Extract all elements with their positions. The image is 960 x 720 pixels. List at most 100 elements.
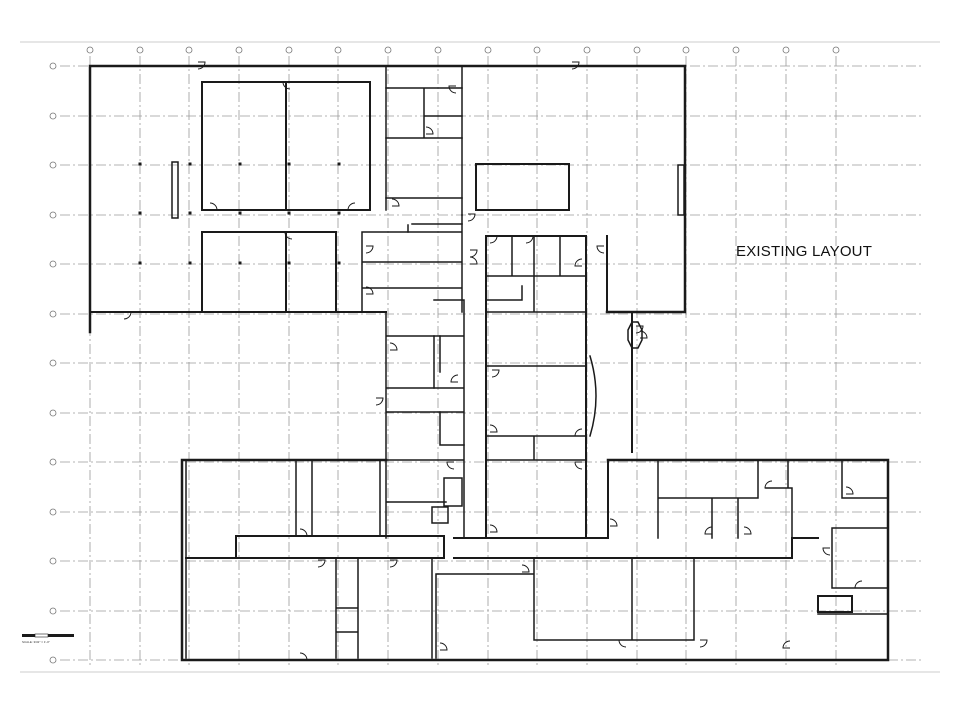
column-dot bbox=[337, 211, 341, 215]
grid-bubble-top bbox=[732, 46, 740, 54]
column-dot bbox=[188, 261, 192, 265]
door-swing bbox=[489, 424, 498, 433]
door-swing bbox=[489, 235, 498, 244]
door-swing bbox=[574, 258, 583, 267]
door-swing bbox=[704, 526, 713, 535]
north-building-outline bbox=[88, 64, 687, 334]
door-swing bbox=[845, 486, 854, 495]
corridor-complex-center-rooms bbox=[485, 235, 587, 461]
grid-bubble-left bbox=[49, 458, 57, 466]
door-swing bbox=[375, 397, 384, 406]
door-swing bbox=[571, 61, 580, 70]
scale-caption: SCALE: 3/32" = 1'-0" bbox=[22, 640, 50, 644]
door-swing bbox=[299, 652, 308, 661]
south-main-corridor bbox=[185, 459, 819, 559]
grid-bubble-top bbox=[682, 46, 690, 54]
south-wing-rooms-center bbox=[435, 557, 695, 659]
door-swing bbox=[365, 245, 374, 254]
drawing-title: EXISTING LAYOUT bbox=[736, 243, 873, 260]
grid-bubble-top bbox=[434, 46, 442, 54]
door-swing bbox=[596, 245, 605, 254]
column-dot bbox=[238, 211, 242, 215]
room-small-c bbox=[817, 595, 853, 613]
grid-bubble-top bbox=[782, 46, 790, 54]
door-swing bbox=[521, 564, 530, 573]
door-swing bbox=[425, 126, 434, 135]
door-swing bbox=[299, 528, 308, 537]
south-wing-rooms-west bbox=[295, 459, 433, 659]
door-swing bbox=[365, 286, 374, 295]
grid-bubble-top bbox=[583, 46, 591, 54]
grid-bubble-left bbox=[49, 260, 57, 268]
door-swing bbox=[197, 61, 206, 70]
grid-bubble-top bbox=[285, 46, 293, 54]
door-swing bbox=[489, 524, 498, 533]
door-swing bbox=[822, 547, 831, 556]
door-swing bbox=[609, 518, 618, 527]
column-partition bbox=[171, 161, 179, 219]
door-swing bbox=[284, 231, 293, 240]
door-swing bbox=[764, 480, 773, 489]
door-swing bbox=[446, 461, 455, 470]
grid-bubble-left bbox=[49, 62, 57, 70]
column-dot bbox=[337, 162, 341, 166]
south-wing-rooms-east bbox=[657, 459, 889, 615]
corridor-complex-center bbox=[485, 235, 587, 539]
grid-bubble-left bbox=[49, 112, 57, 120]
corridor-complex-west bbox=[361, 214, 465, 539]
east-wall-panel bbox=[677, 164, 685, 216]
grid-bubble-left bbox=[49, 211, 57, 219]
door-swing bbox=[618, 639, 627, 648]
door-swing bbox=[439, 642, 448, 651]
grid-bubble-left bbox=[49, 409, 57, 417]
building-walls bbox=[88, 64, 890, 662]
door-swing bbox=[448, 85, 457, 94]
column-dot bbox=[138, 162, 142, 166]
column-dot bbox=[188, 211, 192, 215]
door-swing bbox=[743, 526, 752, 535]
column-dot bbox=[238, 162, 242, 166]
door-swing bbox=[317, 559, 326, 568]
door-swing bbox=[574, 461, 583, 470]
grid-bubble-left bbox=[49, 557, 57, 565]
door-swing bbox=[389, 342, 398, 351]
curved-wall bbox=[589, 355, 597, 437]
room-small-b bbox=[431, 506, 449, 524]
column-dot bbox=[287, 261, 291, 265]
column-dot bbox=[138, 211, 142, 215]
door-swing bbox=[389, 559, 398, 568]
door-swing bbox=[123, 311, 132, 320]
grid-bubble-left bbox=[49, 310, 57, 318]
east-corridor-wall bbox=[606, 235, 633, 453]
grid-bubble-top bbox=[136, 46, 144, 54]
door-swing bbox=[574, 428, 583, 437]
scale-bar-segment-3 bbox=[48, 634, 74, 637]
column-dot bbox=[337, 261, 341, 265]
scale-bar-segment-1 bbox=[22, 634, 35, 637]
door-swing bbox=[467, 213, 476, 222]
grid-bubble-top bbox=[86, 46, 94, 54]
room-nw-2 bbox=[201, 231, 337, 313]
grid-bubble-left bbox=[49, 359, 57, 367]
scale-bar-segment-2 bbox=[34, 633, 49, 638]
grid-bubble-top bbox=[334, 46, 342, 54]
column-dot bbox=[238, 261, 242, 265]
grid-bubble-left bbox=[49, 656, 57, 664]
door-swing bbox=[450, 374, 459, 383]
door-swing bbox=[282, 81, 291, 90]
scale-bar bbox=[22, 633, 74, 638]
door-swing bbox=[391, 198, 400, 207]
door-swing bbox=[491, 369, 500, 378]
grid-bubble-top bbox=[235, 46, 243, 54]
grid-bubble-top bbox=[633, 46, 641, 54]
door-swing bbox=[469, 249, 478, 258]
grid-bubble-top bbox=[384, 46, 392, 54]
column-dot bbox=[287, 211, 291, 215]
door-swings bbox=[123, 61, 863, 661]
door-swing bbox=[525, 235, 534, 244]
column-dot bbox=[188, 162, 192, 166]
door-swing bbox=[635, 325, 644, 334]
column-dot bbox=[138, 261, 142, 265]
grid-bubble-top bbox=[185, 46, 193, 54]
